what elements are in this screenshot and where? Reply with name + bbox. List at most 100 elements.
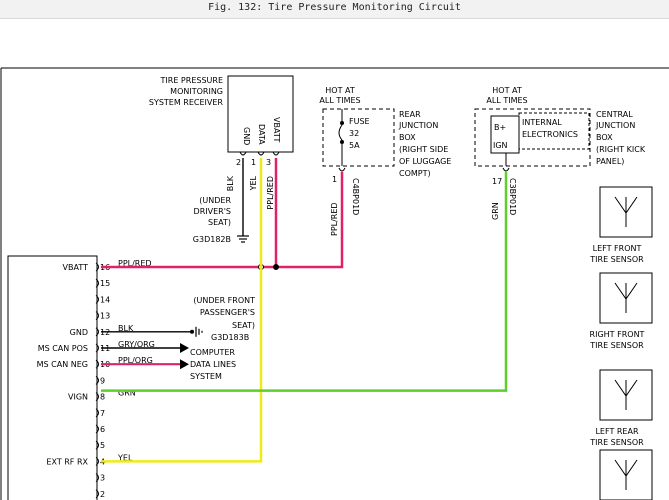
central-name-3: BOX bbox=[596, 133, 613, 142]
central-wire-label: GRN bbox=[491, 202, 500, 220]
module-pin-2: 2 bbox=[95, 489, 105, 499]
rear-junction-outline bbox=[322, 108, 395, 167]
module-pin-15: 15 bbox=[95, 278, 110, 288]
ground-183-id: G3D183B bbox=[211, 333, 249, 342]
fuse-node-top bbox=[340, 121, 344, 125]
receiver-pin-data-label: DATA bbox=[257, 124, 266, 145]
splice-vbatt bbox=[273, 264, 279, 270]
central-name-1: CENTRAL bbox=[596, 110, 633, 119]
module-pin-terminal bbox=[95, 376, 99, 385]
module-pin-terminal bbox=[95, 489, 99, 499]
rear-wire-label: PPL/RED bbox=[330, 202, 339, 236]
central-connector-id: C3BP01D bbox=[508, 178, 517, 215]
rear-hot-1: HOT AT bbox=[325, 86, 355, 95]
central-junction-outline bbox=[474, 108, 591, 167]
ground-183-line-1: (UNDER FRONT bbox=[193, 296, 255, 305]
internal-ign: IGN bbox=[493, 141, 508, 150]
figure-title-bar: Fig. 132: Tire Pressure Monitoring Circu… bbox=[0, 0, 669, 19]
ground-183-node bbox=[190, 329, 194, 334]
module-pin-terminal bbox=[95, 327, 99, 337]
computer-data-lines-1: COMPUTER bbox=[190, 348, 235, 357]
module-pin-13: 13 bbox=[95, 311, 110, 321]
ground-g3d182b: (UNDER DRIVER'S SEAT) G3D182B bbox=[193, 158, 249, 244]
module-pin-9: 9 bbox=[95, 376, 105, 385]
module-pin-wire-color: YEL bbox=[117, 453, 133, 462]
ground-182-id: G3D182B bbox=[193, 235, 231, 244]
central-name-5: PANEL) bbox=[596, 157, 624, 166]
receiver-pin-2-terminal bbox=[239, 151, 247, 156]
antenna-icon-head bbox=[614, 282, 638, 300]
tire-sensor-box bbox=[599, 186, 653, 238]
module-pin-terminal bbox=[95, 408, 99, 418]
module-pin-terminal bbox=[95, 473, 99, 482]
receiver-pin-2-num: 2 bbox=[236, 158, 241, 167]
arrow-can-neg bbox=[180, 359, 189, 370]
module-pin-number: 3 bbox=[100, 474, 105, 483]
module-pin-wire-color: GRY/ORG bbox=[118, 340, 155, 349]
module-pin-wire-color: GRN bbox=[118, 389, 136, 398]
module-pin-number: 14 bbox=[100, 295, 110, 304]
central-pin-terminal bbox=[502, 167, 510, 172]
module-pin-name: VBATT bbox=[63, 263, 89, 272]
module-pin-number: 7 bbox=[100, 409, 105, 418]
module-pin-name: GND bbox=[70, 328, 88, 337]
module-pin-number: 2 bbox=[100, 490, 105, 499]
module-pin-14: 14 bbox=[95, 295, 110, 304]
wire-yel-data bbox=[101, 158, 263, 463]
central-junction-box: HOT AT ALL TIMES B+ IGN INTERNAL ELECTRO… bbox=[474, 86, 646, 220]
wire-label-blk: BLK bbox=[226, 175, 235, 191]
module-pin-number: 5 bbox=[100, 441, 105, 450]
tire-sensor-label: LEFT FRONT bbox=[593, 244, 642, 253]
ground-182-line-2: DRIVER'S bbox=[194, 207, 231, 216]
rear-pin-num: 1 bbox=[332, 175, 337, 184]
rear-junction-box: HOT AT ALL TIMES FUSE 32 5A REAR JUNCTIO… bbox=[319, 86, 451, 236]
figure-title: Fig. 132: Tire Pressure Monitoring Circu… bbox=[208, 2, 461, 13]
fuse-element bbox=[338, 124, 343, 141]
rear-name-6: COMPT) bbox=[399, 169, 431, 178]
ground-182-line-3: SEAT) bbox=[208, 218, 231, 227]
fuse-rating: 5A bbox=[349, 141, 360, 150]
ground-183-line-3: SEAT) bbox=[232, 321, 255, 330]
module-pin-6: 6 bbox=[95, 424, 105, 434]
module-pin-number: 8 bbox=[100, 393, 105, 402]
rear-name-3: BOX bbox=[399, 133, 416, 142]
module-pin-3: 3 bbox=[95, 473, 105, 483]
module-pin-number: 15 bbox=[100, 279, 110, 288]
antenna-icon-head bbox=[614, 459, 638, 477]
internal-label-1: INTERNAL bbox=[522, 118, 562, 127]
rear-name-4: (RIGHT SIDE bbox=[399, 145, 448, 154]
tire-sensor-label: LEFT REAR bbox=[595, 427, 638, 436]
central-hot-2: ALL TIMES bbox=[486, 96, 527, 105]
fuse-label: FUSE bbox=[349, 117, 370, 126]
receiver-box bbox=[227, 75, 294, 153]
receiver-pin-3-terminal bbox=[272, 151, 280, 156]
receiver-pin-1-num: 1 bbox=[251, 158, 256, 167]
colored-wires bbox=[101, 158, 508, 463]
module-pin-name: VIGN bbox=[68, 393, 88, 402]
ground-182-line-1: (UNDER bbox=[199, 196, 231, 205]
receiver-name-1: TIRE PRESSURE bbox=[160, 76, 223, 85]
module-pin-terminal bbox=[95, 343, 99, 353]
tire-sensor-label: TIRE SENSOR bbox=[589, 341, 644, 350]
central-name-2: JUNCTION bbox=[595, 121, 635, 130]
tire-sensor-4 bbox=[599, 449, 653, 500]
module-pin-name: EXT RF RX bbox=[46, 457, 88, 466]
tpms-receiver: TIRE PRESSURE MONITORING SYSTEM RECEIVER… bbox=[149, 75, 294, 167]
antenna-icon-head bbox=[614, 379, 638, 397]
module-pin-terminal bbox=[95, 457, 99, 466]
receiver-pin-gnd-label: GND bbox=[242, 127, 251, 145]
computer-data-lines-2: DATA LINES bbox=[190, 360, 236, 369]
receiver-pin-1-terminal bbox=[257, 151, 265, 156]
module-pin-terminal bbox=[95, 278, 99, 288]
rear-hot-2: ALL TIMES bbox=[319, 96, 360, 105]
tire-sensor-box bbox=[599, 272, 653, 324]
module-pin-wire-color: PPL/ORG bbox=[118, 356, 153, 365]
central-hot-1: HOT AT bbox=[492, 86, 522, 95]
module-pin-number: 13 bbox=[100, 312, 110, 321]
